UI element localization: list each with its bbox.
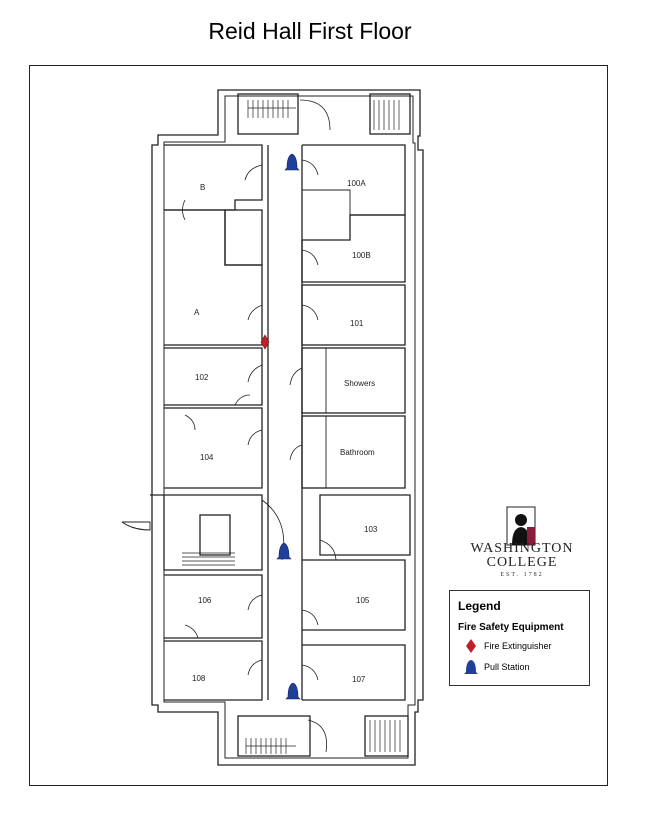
closet-a <box>224 209 263 266</box>
map-frame <box>29 65 608 786</box>
room-101 <box>301 284 406 346</box>
room-108 <box>164 640 263 701</box>
bottom-stair-right <box>364 715 409 757</box>
room-label: A <box>194 308 200 317</box>
legend-item: Fire Extinguisher <box>458 639 581 653</box>
pull-station-icon <box>458 659 484 675</box>
top-stair-left <box>237 93 299 135</box>
room-104 <box>164 407 263 489</box>
pull-station-icon <box>284 153 300 171</box>
room-label: 108 <box>192 674 206 683</box>
room-105 <box>302 559 406 631</box>
logo-established: EST. 1782 <box>500 572 544 578</box>
room-a <box>164 209 263 346</box>
college-logo: WASHINGTON COLLEGE EST. 1782 <box>462 541 582 578</box>
logo-line-2: COLLEGE <box>486 555 558 570</box>
fire-extinguisher-icon <box>260 334 270 350</box>
left-stair-room <box>150 494 263 571</box>
room-label: 104 <box>200 453 214 462</box>
room-label: 102 <box>195 373 209 382</box>
room-labels: B A 102 104 106 108 100A 100B 101 Shower… <box>192 179 378 684</box>
building-outline <box>151 89 424 766</box>
room-label: 106 <box>198 596 212 605</box>
pull-station-icon <box>276 542 292 560</box>
room-label: Showers <box>344 379 375 388</box>
room-103 <box>319 494 411 556</box>
room-label: Bathroom <box>340 448 375 457</box>
room-100a <box>302 144 406 241</box>
legend-box: Legend Fire Safety Equipment Fire Exting… <box>449 590 590 686</box>
room-label: B <box>200 183 205 192</box>
room-label: 100A <box>347 179 366 188</box>
legend-title: Legend <box>458 599 501 613</box>
legend-item-label: Pull Station <box>484 662 530 672</box>
room-label: 103 <box>364 525 378 534</box>
room-106 <box>164 574 263 639</box>
legend-subtitle: Fire Safety Equipment <box>458 622 564 633</box>
room-label: 105 <box>356 596 370 605</box>
room-b <box>164 144 263 211</box>
room-102 <box>164 347 263 406</box>
logo-line-1: WASHINGTON <box>470 541 574 556</box>
legend-item-label: Fire Extinguisher <box>484 641 552 651</box>
legend-item: Pull Station <box>458 659 581 675</box>
fire-extinguisher-icon <box>458 639 484 653</box>
room-label: 107 <box>352 675 366 684</box>
room-label: 101 <box>350 319 364 328</box>
college-logo-icon <box>506 506 536 546</box>
room-100b <box>301 214 406 283</box>
elevator <box>199 514 231 556</box>
room-label: 100B <box>352 251 371 260</box>
bottom-stair-left <box>237 715 311 757</box>
top-stair-right <box>369 93 411 135</box>
room-107 <box>302 644 406 701</box>
map-title: Reid Hall First Floor <box>208 18 412 44</box>
pull-station-icon <box>285 682 301 700</box>
